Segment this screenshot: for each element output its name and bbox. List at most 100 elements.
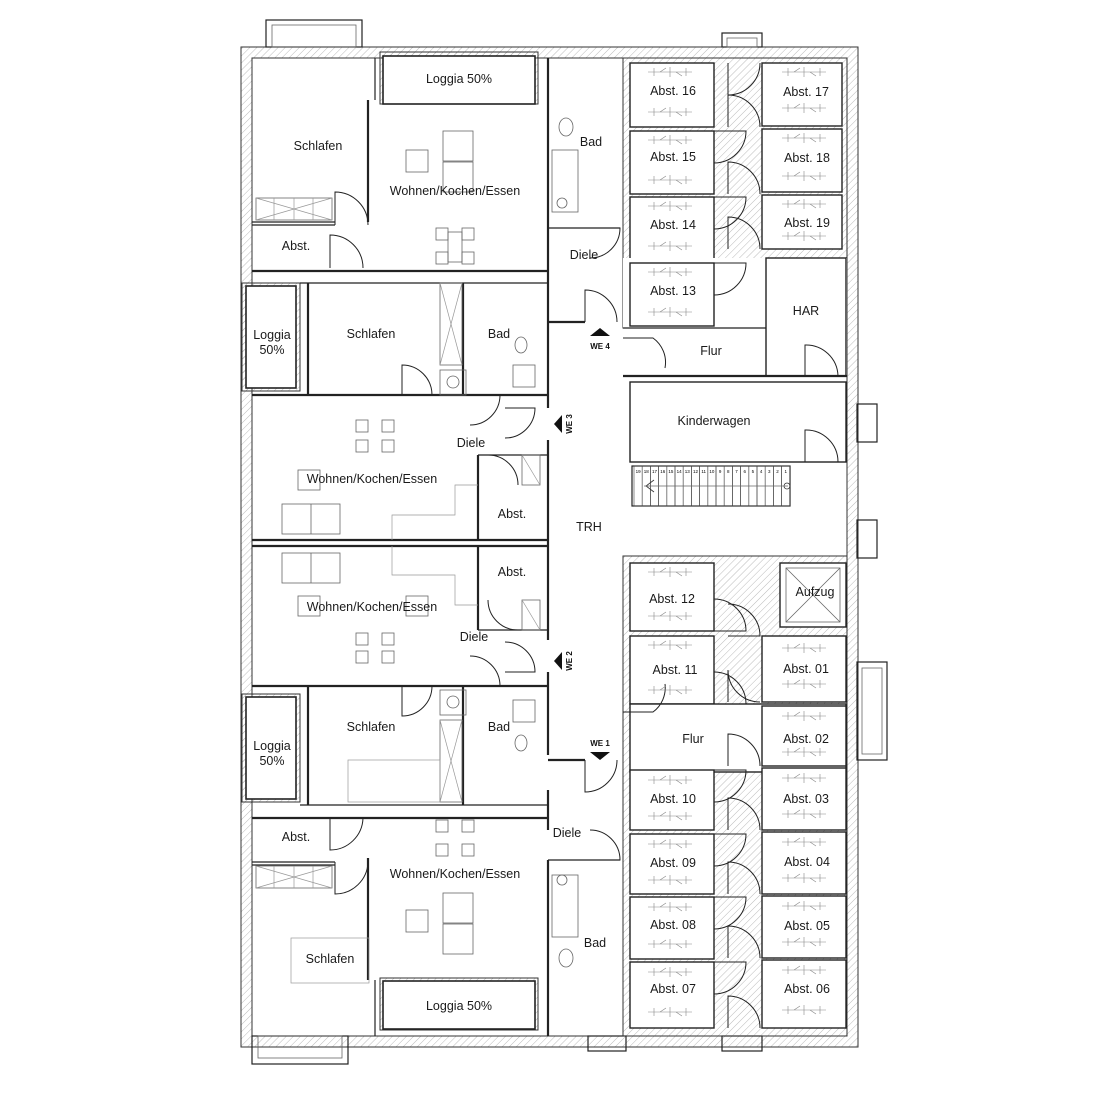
stair-step-number: 14 <box>677 469 683 474</box>
bike-icon <box>782 747 826 757</box>
bike-icon <box>782 711 826 721</box>
abst-14-label: Abst. 14 <box>650 218 696 232</box>
wke-2-label: Wohnen/Kochen/Essen <box>307 472 437 486</box>
bike-icon <box>782 199 826 209</box>
stair-step-number: 2 <box>776 469 779 474</box>
we2-label: WE 2 <box>565 651 574 671</box>
stair-step-number: 19 <box>636 469 642 474</box>
loggia-top-label: Loggia 50% <box>426 72 492 86</box>
schlafen-1-label: Schlafen <box>294 139 343 153</box>
bike-icon <box>782 133 826 143</box>
abst-10-label: Abst. 10 <box>650 792 696 806</box>
stair-step-number: 9 <box>719 469 722 474</box>
doors <box>329 62 839 1029</box>
wke-4-label: Wohnen/Kochen/Essen <box>390 867 520 881</box>
stair-step-number: 10 <box>709 469 715 474</box>
wke-3-label: Wohnen/Kochen/Essen <box>307 600 437 614</box>
diele-1-label: Diele <box>570 248 599 262</box>
bike-icon <box>648 201 692 211</box>
stair-step-number: 12 <box>693 469 699 474</box>
entrance-markers <box>554 328 610 760</box>
schlafen-3-label: Schlafen <box>347 720 396 734</box>
bike-icon <box>648 902 692 912</box>
kinderwagen-label: Kinderwagen <box>678 414 751 428</box>
bike-icon <box>782 643 826 653</box>
trh-label: TRH <box>576 520 602 534</box>
bike-icon <box>648 811 692 821</box>
schlafen-4-label: Schlafen <box>306 952 355 966</box>
abst-01-label: Abst. 01 <box>783 662 829 676</box>
bike-icon <box>648 939 692 949</box>
bad-4-label: Bad <box>584 936 606 950</box>
stair-step-number: 15 <box>668 469 674 474</box>
bike-icon <box>648 611 692 621</box>
bike-icon <box>648 640 692 650</box>
bike-icon <box>648 67 692 77</box>
bike-icon <box>648 107 692 117</box>
abst-11-label: Abst. 11 <box>653 663 698 677</box>
aufzug-label: Aufzug <box>796 585 835 599</box>
stair-step-number: 17 <box>652 469 658 474</box>
bike-icon <box>782 809 826 819</box>
bike-icon <box>782 679 826 689</box>
stair-step-number: 1 <box>784 469 787 474</box>
loggia-left-top-label: Loggia <box>253 328 291 342</box>
stair-step-number: 16 <box>660 469 666 474</box>
abst-16-label: Abst. 16 <box>650 84 696 98</box>
abst-04-label: Abst. 04 <box>784 855 830 869</box>
bike-icon <box>648 175 692 185</box>
interior-walls <box>252 58 620 1036</box>
bike-icon <box>648 967 692 977</box>
abst-15-label: Abst. 15 <box>650 150 696 164</box>
loggias <box>241 51 539 1031</box>
bike-icon <box>782 837 826 847</box>
bike-icon <box>782 67 826 77</box>
bike-icon <box>648 241 692 251</box>
bike-icon <box>648 567 692 577</box>
bike-icon <box>648 875 692 885</box>
abst-06-label: Abst. 06 <box>784 982 830 996</box>
flur-top-label: Flur <box>700 344 722 358</box>
schlafen-2-label: Schlafen <box>347 327 396 341</box>
stair-step-number: 7 <box>735 469 738 474</box>
abst-19-label: Abst. 19 <box>784 216 830 230</box>
stair-step-number: 5 <box>752 469 755 474</box>
abst-17-label: Abst. 17 <box>783 85 829 99</box>
abst-13-label: Abst. 13 <box>650 284 696 298</box>
bike-icon <box>648 135 692 145</box>
we3-label: WE 3 <box>565 414 574 434</box>
bad-2-label: Bad <box>488 327 510 341</box>
bike-icon <box>782 103 826 113</box>
bike-icon <box>648 267 692 277</box>
bike-symbols <box>648 67 826 1017</box>
bike-icon <box>782 873 826 883</box>
abst-05-label: Abst. 05 <box>784 919 830 933</box>
abst-18-label: Abst. 18 <box>784 151 830 165</box>
bike-icon <box>648 685 692 695</box>
loggia-left-top-pct: 50% <box>259 343 284 357</box>
stair-step-number: 18 <box>644 469 650 474</box>
loggia-bottom-label: Loggia 50% <box>426 999 492 1013</box>
stair-step-number: 6 <box>743 469 746 474</box>
flur-bottom-label: Flur <box>682 732 704 746</box>
bad-3-label: Bad <box>488 720 510 734</box>
abst-08-label: Abst. 08 <box>650 918 696 932</box>
bike-icon <box>782 1005 826 1015</box>
abst-02-label: Abst. 02 <box>783 732 829 746</box>
abst-1-label: Abst. <box>282 239 311 253</box>
we1-label: WE 1 <box>590 739 610 748</box>
stair-step-number: 13 <box>685 469 691 474</box>
abst-03-label: Abst. 03 <box>783 792 829 806</box>
diele-2-label: Diele <box>457 436 486 450</box>
loggia-left-bottom-label: Loggia <box>253 739 291 753</box>
bike-icon <box>782 901 826 911</box>
abst-3-label: Abst. <box>498 565 527 579</box>
bad-1-label: Bad <box>580 135 602 149</box>
bike-icon <box>782 171 826 181</box>
abst-4-label: Abst. <box>282 830 311 844</box>
diele-4-label: Diele <box>553 826 582 840</box>
we4-label: WE 4 <box>590 342 610 351</box>
wke-1-label: Wohnen/Kochen/Essen <box>390 184 520 198</box>
